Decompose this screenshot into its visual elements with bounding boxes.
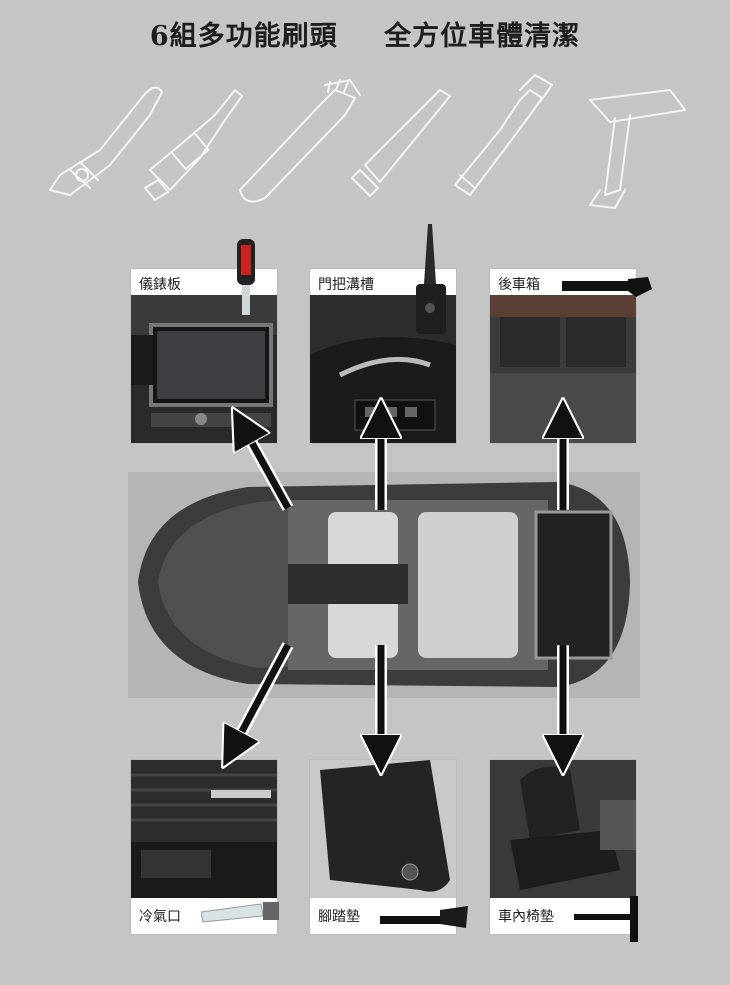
label-door-handle: 門把溝槽 bbox=[318, 277, 374, 293]
panel-trunk: 後車箱 bbox=[490, 269, 652, 443]
panel-dashboard: 儀錶板 bbox=[131, 239, 277, 443]
air-vent-photo bbox=[131, 760, 277, 898]
round-brush-icon bbox=[239, 79, 361, 203]
title-part-2: 全方位車體清潔 bbox=[384, 21, 581, 52]
label-floor-mat: 腳踏墊 bbox=[318, 909, 360, 925]
brush-heads-illustration bbox=[49, 74, 686, 209]
flat-brush-icon bbox=[454, 74, 553, 196]
floor-mat-photo bbox=[310, 760, 456, 898]
label-air-vent: 冷氣口 bbox=[139, 909, 181, 925]
floor-mat-brush-icon bbox=[380, 906, 468, 928]
air-vent-crevice-icon bbox=[201, 902, 279, 923]
door-nozzle-icon bbox=[416, 224, 446, 334]
label-trunk: 後車箱 bbox=[498, 277, 540, 293]
crevice-tool-icon bbox=[351, 89, 451, 197]
seat-t-tool-icon bbox=[574, 896, 638, 942]
label-seat: 車內椅墊 bbox=[498, 909, 554, 925]
dashboard-brush-icon bbox=[237, 239, 255, 315]
suv-top-view bbox=[128, 472, 640, 698]
panel-floor-mat: 腳踏墊 bbox=[310, 760, 468, 934]
seat-photo bbox=[490, 760, 636, 898]
dashboard-photo bbox=[131, 295, 277, 443]
panel-door-handle: 門把溝槽 bbox=[310, 224, 456, 443]
panel-seat: 車內椅墊 bbox=[490, 760, 638, 942]
trunk-crevice-icon bbox=[562, 277, 652, 297]
trunk-photo bbox=[490, 295, 636, 443]
label-dashboard: 儀錶板 bbox=[139, 277, 181, 293]
panel-air-vent: 冷氣口 bbox=[131, 760, 279, 934]
t-head-tool-icon bbox=[589, 89, 686, 209]
title-part-1: 6組多功能刷頭 bbox=[149, 21, 338, 52]
page-title: 6組多功能刷頭 全方位車體清潔 bbox=[0, 14, 730, 53]
curved-brush-icon bbox=[49, 86, 163, 196]
nozzle-brush-icon bbox=[144, 89, 243, 201]
